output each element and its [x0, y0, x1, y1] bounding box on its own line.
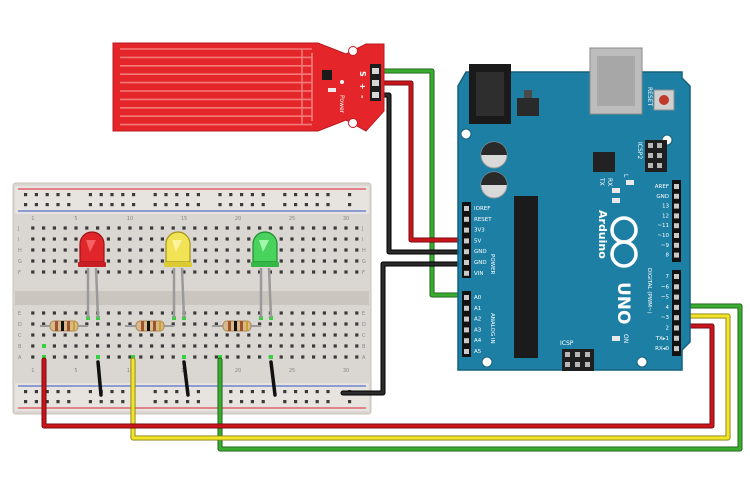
sensor-traces: [120, 48, 313, 126]
row-label-H: H: [18, 248, 22, 254]
row-label-G: G: [18, 259, 22, 265]
row-label-A: A: [18, 355, 22, 361]
power-pin-label-4: GND: [474, 249, 487, 255]
reset-label: RESET: [646, 87, 653, 107]
analog-pin-label-3: A3: [474, 327, 482, 333]
tx-label: TX: [598, 177, 605, 186]
power-pin-label-2: 3V3: [474, 228, 485, 234]
power-header-title: POWER: [489, 254, 495, 275]
row-label-I: I: [18, 237, 19, 243]
digital-bottom-pin-label-0: 7: [666, 274, 670, 280]
power-pin-label-3: 5V: [474, 238, 481, 244]
digital-bottom-pin-label-5: 2: [666, 326, 670, 332]
arduino-header-pins: [464, 184, 679, 354]
digital-top-pin-label-1: GND: [656, 194, 669, 200]
resistors: [40, 320, 261, 332]
row-label-right-I: I: [362, 237, 363, 243]
digital-top-pin-label-3: 12: [662, 213, 669, 219]
analog-pin-label-4: A4: [474, 338, 482, 344]
row-label-B: B: [18, 344, 22, 350]
row-label-D: D: [18, 322, 22, 328]
sensor-pin-plus-label: +: [358, 83, 367, 90]
arduino-model-label: UNO: [613, 282, 633, 324]
column-label-bottom-10: 10: [127, 368, 133, 374]
digital-top-pin-label-5: ~10: [657, 233, 669, 239]
water-level-sensor: S + - Power: [112, 42, 385, 132]
rx-label: RX: [606, 178, 613, 186]
column-label-top-10: 10: [127, 216, 133, 222]
arduino-brand-label: Arduino: [596, 210, 609, 259]
column-label-top-5: 5: [74, 216, 77, 222]
digital-bottom-pin-label-3: 4: [666, 305, 670, 311]
digital-top-pin-label-6: ~9: [661, 243, 670, 249]
power-pin-label-1: RESET: [474, 217, 492, 223]
column-label-top-30: 30: [343, 216, 349, 222]
power-pin-label-0: IOREF: [474, 206, 490, 212]
arduino-uno-board: RESET ICSP2 ICSP TX RX L ON: [457, 47, 691, 371]
row-label-right-C: C: [362, 333, 366, 339]
l-label: L: [622, 174, 629, 178]
analog-pin-label-5: A5: [474, 349, 482, 355]
power-pin-label-5: GND: [474, 260, 487, 266]
column-label-bottom-25: 25: [289, 368, 295, 374]
row-label-right-H: H: [362, 248, 366, 254]
row-label-right-F: F: [362, 270, 365, 276]
digital-top-pin-label-4: ~11: [657, 223, 669, 229]
arduino-logo-icon: [610, 216, 638, 268]
sensor-pin-minus-label: -: [358, 95, 367, 98]
atmega-chip: [514, 196, 538, 358]
analog-pin-label-0: A0: [474, 295, 482, 301]
digital-top-pin-label-0: AREF: [655, 184, 669, 190]
row-label-C: C: [18, 333, 22, 339]
digital-top-pin-label-2: 13: [662, 204, 669, 210]
row-label-F: F: [18, 270, 21, 276]
row-label-right-A: A: [362, 355, 366, 361]
sensor-power-label: Power: [338, 95, 345, 114]
wires: [41, 68, 743, 452]
analog-pin-label-1: A1: [474, 306, 481, 312]
row-label-E: E: [18, 311, 21, 317]
digital-bottom-pin-label-1: ~6: [661, 284, 670, 290]
led-red: [78, 231, 106, 319]
sensor-pin-s-label: S: [358, 71, 367, 77]
icsp2-label: ICSP2: [636, 142, 643, 159]
column-label-top-20: 20: [235, 216, 241, 222]
on-label: ON: [622, 334, 629, 343]
led-yellow: [164, 231, 192, 319]
digital-header-title: DIGITAL (PWM~): [646, 268, 652, 314]
resistor-green-led: [212, 320, 261, 332]
led-green: [251, 231, 279, 319]
icsp-label: ICSP: [560, 340, 574, 347]
row-label-right-E: E: [362, 311, 365, 317]
column-label-bottom-30: 30: [343, 368, 349, 374]
power-pin-label-6: VIN: [474, 271, 484, 277]
row-label-right-D: D: [362, 322, 366, 328]
digital-bottom-pin-label-4: ~3: [661, 315, 670, 321]
row-label-J: J: [17, 226, 19, 232]
row-label-right-J: J: [361, 226, 363, 232]
resistor-red-led: [40, 320, 88, 332]
resistor-yellow-led: [125, 320, 174, 332]
row-label-right-G: G: [362, 259, 366, 265]
digital-header-top: [672, 180, 681, 262]
digital-bottom-pin-label-6: TX▸1: [655, 336, 669, 342]
digital-bottom-pin-label-7: RX◂0: [655, 346, 669, 352]
column-label-bottom-20: 20: [235, 368, 241, 374]
digital-bottom-pin-label-2: ~5: [661, 295, 670, 301]
column-label-bottom-5: 5: [74, 368, 77, 374]
analog-header-title: ANALOG IN: [489, 313, 495, 344]
digital-header-bottom: [672, 270, 681, 356]
column-label-top-25: 25: [289, 216, 295, 222]
row-label-right-B: B: [362, 344, 366, 350]
analog-pin-label-2: A2: [474, 317, 481, 323]
column-label-bottom-1: 1: [31, 368, 34, 374]
digital-top-pin-label-7: 8: [666, 253, 670, 259]
analog-header: [462, 291, 471, 357]
column-label-top-1: 1: [31, 216, 34, 222]
column-label-top-15: 15: [181, 216, 187, 222]
